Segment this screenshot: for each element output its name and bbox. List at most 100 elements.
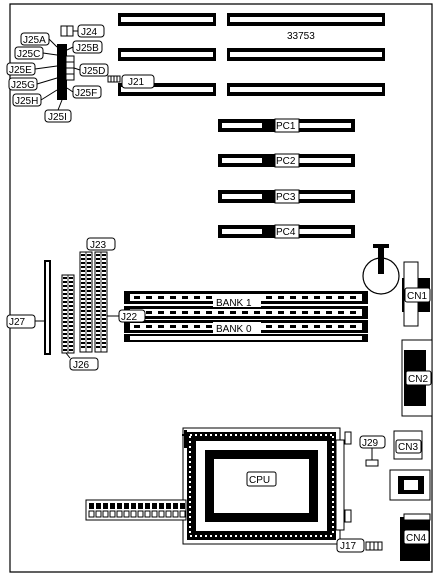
pin — [326, 296, 332, 299]
pin — [189, 526, 191, 528]
pin — [87, 278, 91, 280]
j25c-label: J25C — [17, 49, 40, 60]
pin — [245, 434, 247, 436]
pin — [189, 506, 191, 508]
pin — [332, 451, 334, 453]
pin — [81, 254, 85, 256]
pin — [102, 346, 106, 348]
cn1-label: CN1 — [407, 291, 427, 302]
pin — [194, 325, 200, 328]
pin — [189, 476, 191, 478]
pin — [102, 290, 106, 292]
pin — [63, 313, 67, 315]
pin — [189, 531, 191, 533]
battery-icon — [362, 244, 400, 295]
j25-header-block — [57, 44, 75, 100]
j26-header: J26 — [61, 274, 99, 371]
pin — [81, 298, 85, 300]
pin — [87, 270, 91, 272]
pin — [189, 466, 191, 468]
cn2-label: CN2 — [408, 374, 428, 385]
pin — [81, 346, 85, 348]
pin — [69, 305, 73, 307]
pin — [69, 317, 73, 319]
pin — [255, 535, 257, 537]
pin — [189, 486, 191, 488]
pin — [165, 510, 172, 518]
pin — [96, 278, 100, 280]
cn3-label: CN3 — [398, 442, 418, 453]
pin — [102, 298, 106, 300]
pin — [63, 277, 67, 279]
pin — [69, 277, 73, 279]
pin — [69, 313, 73, 315]
pin — [240, 535, 242, 537]
pin — [332, 461, 334, 463]
pin — [266, 296, 272, 299]
pin — [63, 333, 67, 335]
pin — [96, 298, 100, 300]
pin — [102, 322, 106, 324]
pin — [189, 456, 191, 458]
pin — [63, 329, 67, 331]
pin — [102, 266, 106, 268]
pin — [332, 491, 334, 493]
cpu-socket: CPU — [182, 427, 345, 545]
pin — [194, 296, 200, 299]
pin — [320, 535, 322, 537]
pin — [63, 297, 67, 299]
pin — [350, 325, 356, 328]
pin — [189, 521, 191, 523]
pin — [315, 535, 317, 537]
pin — [87, 334, 91, 336]
pin — [87, 318, 91, 320]
pin — [158, 311, 164, 314]
cn1-connector: CN1 — [402, 261, 431, 327]
pin — [69, 297, 73, 299]
pin — [87, 314, 91, 316]
pin — [96, 282, 100, 284]
pin — [332, 496, 334, 498]
pin — [280, 434, 282, 436]
pin — [63, 309, 67, 311]
j21-label: J21 — [128, 77, 145, 88]
cn4-connector: CN4 — [400, 513, 431, 561]
bank-0-label: BANK 0 — [216, 324, 252, 335]
pin — [102, 278, 106, 280]
cn2-connector: CN2 — [401, 339, 433, 417]
pin — [102, 262, 106, 264]
pin — [146, 325, 152, 328]
pin — [235, 434, 237, 436]
pin — [87, 282, 91, 284]
pin — [87, 322, 91, 324]
pin — [81, 270, 85, 272]
pci-slot-3: PC3 — [218, 189, 355, 204]
pin — [87, 302, 91, 304]
pin — [81, 314, 85, 316]
pin — [290, 535, 292, 537]
pin — [330, 535, 332, 537]
pin — [189, 441, 191, 443]
pin — [96, 266, 100, 268]
pin — [195, 434, 197, 436]
pin — [87, 258, 91, 260]
pin — [96, 254, 100, 256]
pin — [103, 503, 108, 509]
pin — [131, 503, 136, 509]
pin — [332, 486, 334, 488]
pin — [338, 325, 344, 328]
pin — [63, 325, 67, 327]
pin — [116, 510, 123, 518]
pin — [87, 294, 91, 296]
j17-connector: J17 — [336, 538, 383, 553]
pin — [275, 535, 277, 537]
pin — [87, 306, 91, 308]
pin — [338, 311, 344, 314]
j24-label: J24 — [81, 27, 98, 38]
pin — [225, 434, 227, 436]
pin — [63, 301, 67, 303]
pin — [69, 329, 73, 331]
pin — [138, 503, 143, 509]
pin — [151, 510, 158, 518]
pin — [69, 293, 73, 295]
